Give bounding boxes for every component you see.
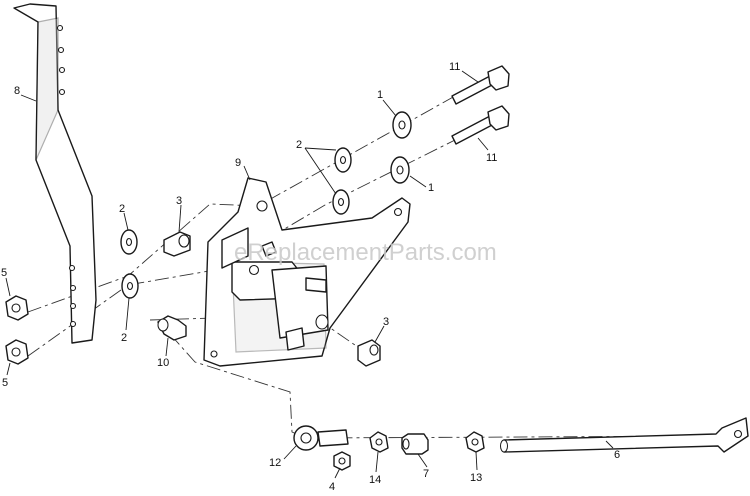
- part-13-nut: [465, 431, 485, 453]
- part-5-nut-lower: [5, 339, 29, 365]
- callout-3-upper: 3: [176, 195, 182, 207]
- callout-10: 10: [157, 357, 169, 369]
- part-11-bolt-lower: [451, 105, 510, 145]
- callout-1-upper: 1: [377, 89, 383, 101]
- callout-2-left-upper: 2: [119, 203, 125, 215]
- callout-2-left-lower: 2: [121, 332, 127, 344]
- part-2-washer-right-lower: [332, 189, 350, 215]
- part-3-spacer-lower: [357, 339, 381, 367]
- part-9-bracket: [203, 177, 411, 367]
- callout-3-lower: 3: [383, 316, 389, 328]
- part-10-shoulder-bolt: [157, 315, 187, 341]
- part-11-bolt-upper: [451, 65, 510, 105]
- callout-2-right: 2: [296, 139, 302, 151]
- watermark: eReplacementParts.com: [234, 239, 497, 266]
- callout-1-lower: 1: [428, 182, 434, 194]
- callout-13: 13: [470, 472, 482, 484]
- part-1-washer-lower: [390, 156, 410, 184]
- part-2-washer-left-lower: [121, 273, 139, 299]
- callout-14: 14: [369, 474, 381, 486]
- callout-4: 4: [329, 481, 335, 493]
- part-5-nut-upper: [5, 295, 29, 321]
- part-3-spacer-upper: [163, 231, 191, 257]
- callout-12: 12: [269, 457, 281, 469]
- part-6-control-rod: [500, 417, 749, 453]
- part-7-coupler: [401, 433, 429, 455]
- part-1-washer-upper: [392, 111, 412, 139]
- callout-9: 9: [235, 157, 241, 169]
- callout-labels: 1 1 2 2 2 3 3 4 5 5 6 7 8 9 10 11 11 12 …: [1, 61, 620, 493]
- callout-8: 8: [14, 85, 20, 97]
- leader-lines: [5, 70, 614, 479]
- callout-5-lower: 5: [2, 377, 8, 389]
- part-14-nut: [369, 431, 389, 453]
- part-2-washer-right-upper: [334, 147, 352, 173]
- callout-5-upper: 5: [1, 267, 7, 279]
- part-8-bent-bar: [13, 3, 97, 344]
- part-12-rod-end: [293, 425, 349, 451]
- assembly-lines: [27, 95, 741, 439]
- part-2-washer-left-upper: [120, 229, 138, 255]
- callout-11-lower: 11: [486, 152, 497, 164]
- part-4-nut: [333, 451, 351, 471]
- callout-6: 6: [614, 449, 620, 461]
- callout-7: 7: [423, 468, 429, 480]
- callout-11-upper: 11: [449, 61, 460, 73]
